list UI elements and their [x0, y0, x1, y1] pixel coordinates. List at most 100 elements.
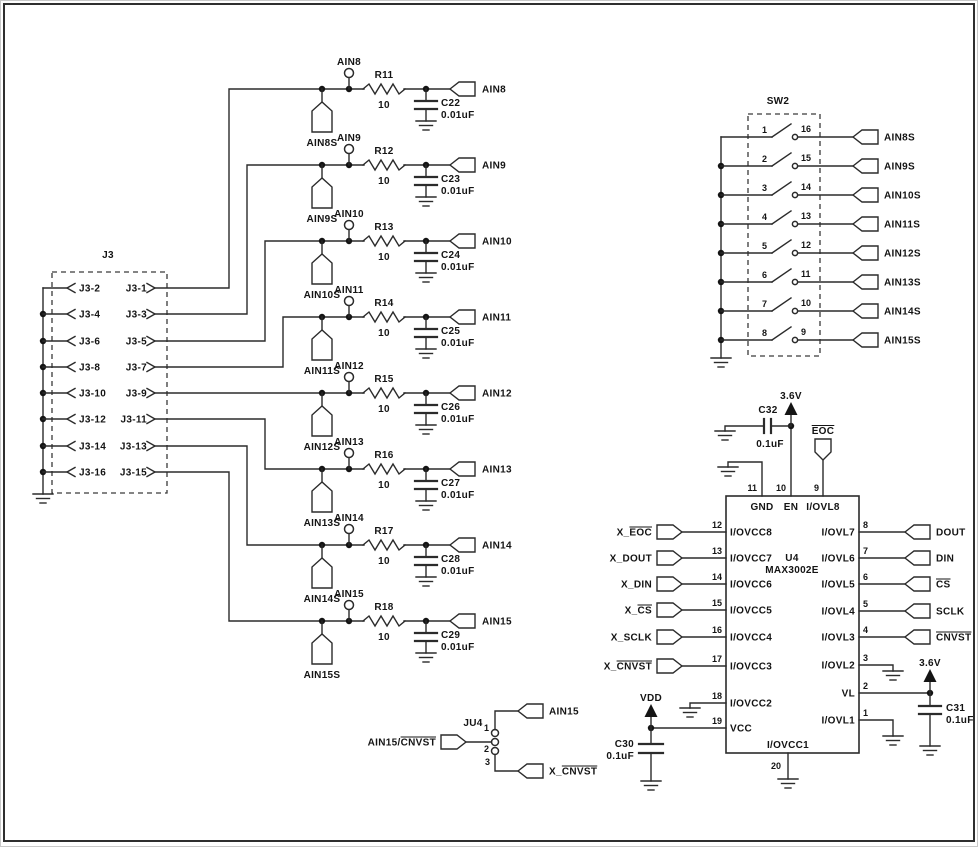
pin-number: 3	[863, 653, 868, 663]
test-point	[343, 143, 355, 155]
j3-pin-label: J3-12	[79, 415, 106, 426]
resistor-value: 10	[378, 556, 390, 567]
resistor-ref: R18	[374, 602, 393, 613]
pin-number: 2	[762, 154, 767, 164]
j3-pin-label: J3-15	[120, 468, 147, 479]
u4-left-pin-17: X_CNVST 17 I/OVCC3	[604, 654, 772, 674]
power-label: 3.6V	[780, 391, 802, 402]
switch-lever	[771, 210, 792, 225]
pin-number: 17	[712, 654, 722, 664]
net-label: X_DOUT	[610, 554, 652, 565]
capacitor-ref: C31	[946, 703, 965, 714]
switch-contact	[791, 336, 799, 344]
sw2-row-4: 4 13 AIN11S	[720, 210, 920, 232]
j3-pin-label: J3-11	[120, 415, 147, 426]
pin-number: 13	[712, 546, 722, 556]
pin-number: 3	[485, 757, 490, 767]
pin-number: 9	[801, 327, 806, 337]
resistor-ref: R12	[374, 146, 393, 157]
u4-left-pin-13: X_DOUT 13 I/OVCC7	[610, 546, 772, 566]
pin-name: I/OVL5	[822, 580, 856, 591]
capacitor-ref: C26	[441, 402, 460, 413]
net-label: DIN	[936, 554, 954, 565]
sw2-row-8: 8 9 AIN15S	[720, 326, 921, 348]
switch-contact	[791, 133, 799, 141]
pin-name: I/OVCC1	[767, 740, 809, 751]
resistor-value: 10	[378, 480, 390, 491]
test-point-label: AIN12	[334, 361, 364, 372]
resistor-ref: R17	[374, 526, 393, 537]
u4-left-pin-19: VDD C30 0.1uF 19 VCC	[606, 693, 752, 791]
u4-right-pin-8: DOUT 8 I/OVL7	[822, 520, 965, 540]
wire	[724, 425, 765, 432]
resistor-value: 10	[378, 100, 390, 111]
pin-number: 12	[712, 520, 722, 530]
pin-name: I/OVL1	[822, 716, 856, 727]
stub-label: AIN14S	[304, 594, 341, 605]
filter-row-ain8: AIN8 AIN8S R11 10 C22 0.01uF AIN8	[154, 57, 506, 289]
u4-ic: U4 MAX3002E GND 11 EN 10 3.6V C32 0.1uF …	[604, 391, 974, 791]
stub-label: AIN9S	[307, 214, 338, 225]
stub-label: AIN10S	[304, 290, 341, 301]
pin-name: I/OVL2	[822, 661, 856, 672]
j3-outline	[51, 271, 168, 494]
out-label: AIN10	[482, 237, 512, 248]
j3-pin-label: J3-5	[126, 337, 147, 348]
filter-row-ain12: AIN12 AIN12S R15 10 C26 0.01uF AIN12	[154, 361, 512, 453]
out-label: AIN11	[482, 313, 511, 324]
pin-number: 14	[801, 182, 811, 192]
pin-number: 1	[762, 125, 767, 135]
sw2-out-label: AIN8S	[884, 133, 915, 144]
ic-body	[725, 495, 860, 754]
wire	[727, 461, 763, 497]
sw2-out-label: AIN12S	[884, 249, 921, 260]
pin-number: 3	[762, 183, 767, 193]
pin-name: I/OVL3	[822, 633, 856, 644]
u4-right-pin-6: CS 6 I/OVL5	[822, 572, 950, 592]
pin-name: I/OVL6	[822, 554, 856, 565]
eoc-label: EOC	[812, 426, 835, 437]
u4-right-pin-5: SCLK 5 I/OVL4	[822, 599, 965, 619]
capacitor-ref: C29	[441, 630, 460, 641]
pin-number: 18	[712, 691, 722, 701]
power-label: 3.6V	[919, 658, 941, 669]
ju4-label: JU4	[463, 718, 482, 729]
capacitor-value: 0.1uF	[756, 439, 784, 450]
capacitor-ref: C24	[441, 250, 460, 261]
capacitor-value: 0.01uF	[441, 490, 474, 501]
pin-number: 5	[762, 241, 767, 251]
sw2-row-6: 6 11 AIN13S	[720, 268, 921, 290]
test-point-label: AIN13	[334, 437, 364, 448]
filter-row-ain10: AIN10 AIN10S R13 10 C24 0.01uF AIN10	[154, 209, 512, 342]
net-label: X_DIN	[621, 580, 652, 591]
pin-number: 6	[863, 572, 868, 582]
capacitor-value: 0.01uF	[441, 110, 474, 121]
pin-number: 11	[801, 269, 811, 279]
u4-left-pin-18: 18 I/OVCC2	[679, 691, 772, 718]
wire	[494, 710, 519, 731]
pin-number: 20	[771, 761, 781, 771]
pin-name: I/OVCC4	[730, 633, 772, 644]
ju4-jumper: JU4 1 2 3 AIN15 AIN15/CNVST X_CNVST	[368, 703, 597, 779]
capacitor-value: 0.1uF	[946, 715, 974, 726]
pin-number: 5	[863, 599, 868, 609]
capacitor-value: 0.01uF	[441, 262, 474, 273]
pin-number: 7	[762, 299, 767, 309]
power-label: VDD	[640, 693, 662, 704]
capacitor-ref: C23	[441, 174, 460, 185]
filter-row-ain9: AIN9 AIN9S R12 10 C23 0.01uF AIN9	[154, 133, 506, 315]
pin-number: 10	[776, 483, 786, 493]
pin-name: VL	[842, 689, 855, 700]
pin-number: 16	[712, 625, 722, 635]
out-label: AIN9	[482, 161, 506, 172]
test-point	[343, 523, 355, 535]
pin-number: 10	[801, 298, 811, 308]
sw2-outline	[747, 113, 821, 357]
switch-contact	[791, 162, 799, 170]
pin-name: VCC	[730, 724, 752, 735]
sw2-row-1: 1 16 AIN8S	[720, 123, 915, 145]
sw2-row-5: 5 12 AIN12S	[720, 239, 921, 261]
capacitor-value: 0.01uF	[441, 186, 474, 197]
test-point-label: AIN9	[337, 133, 361, 144]
